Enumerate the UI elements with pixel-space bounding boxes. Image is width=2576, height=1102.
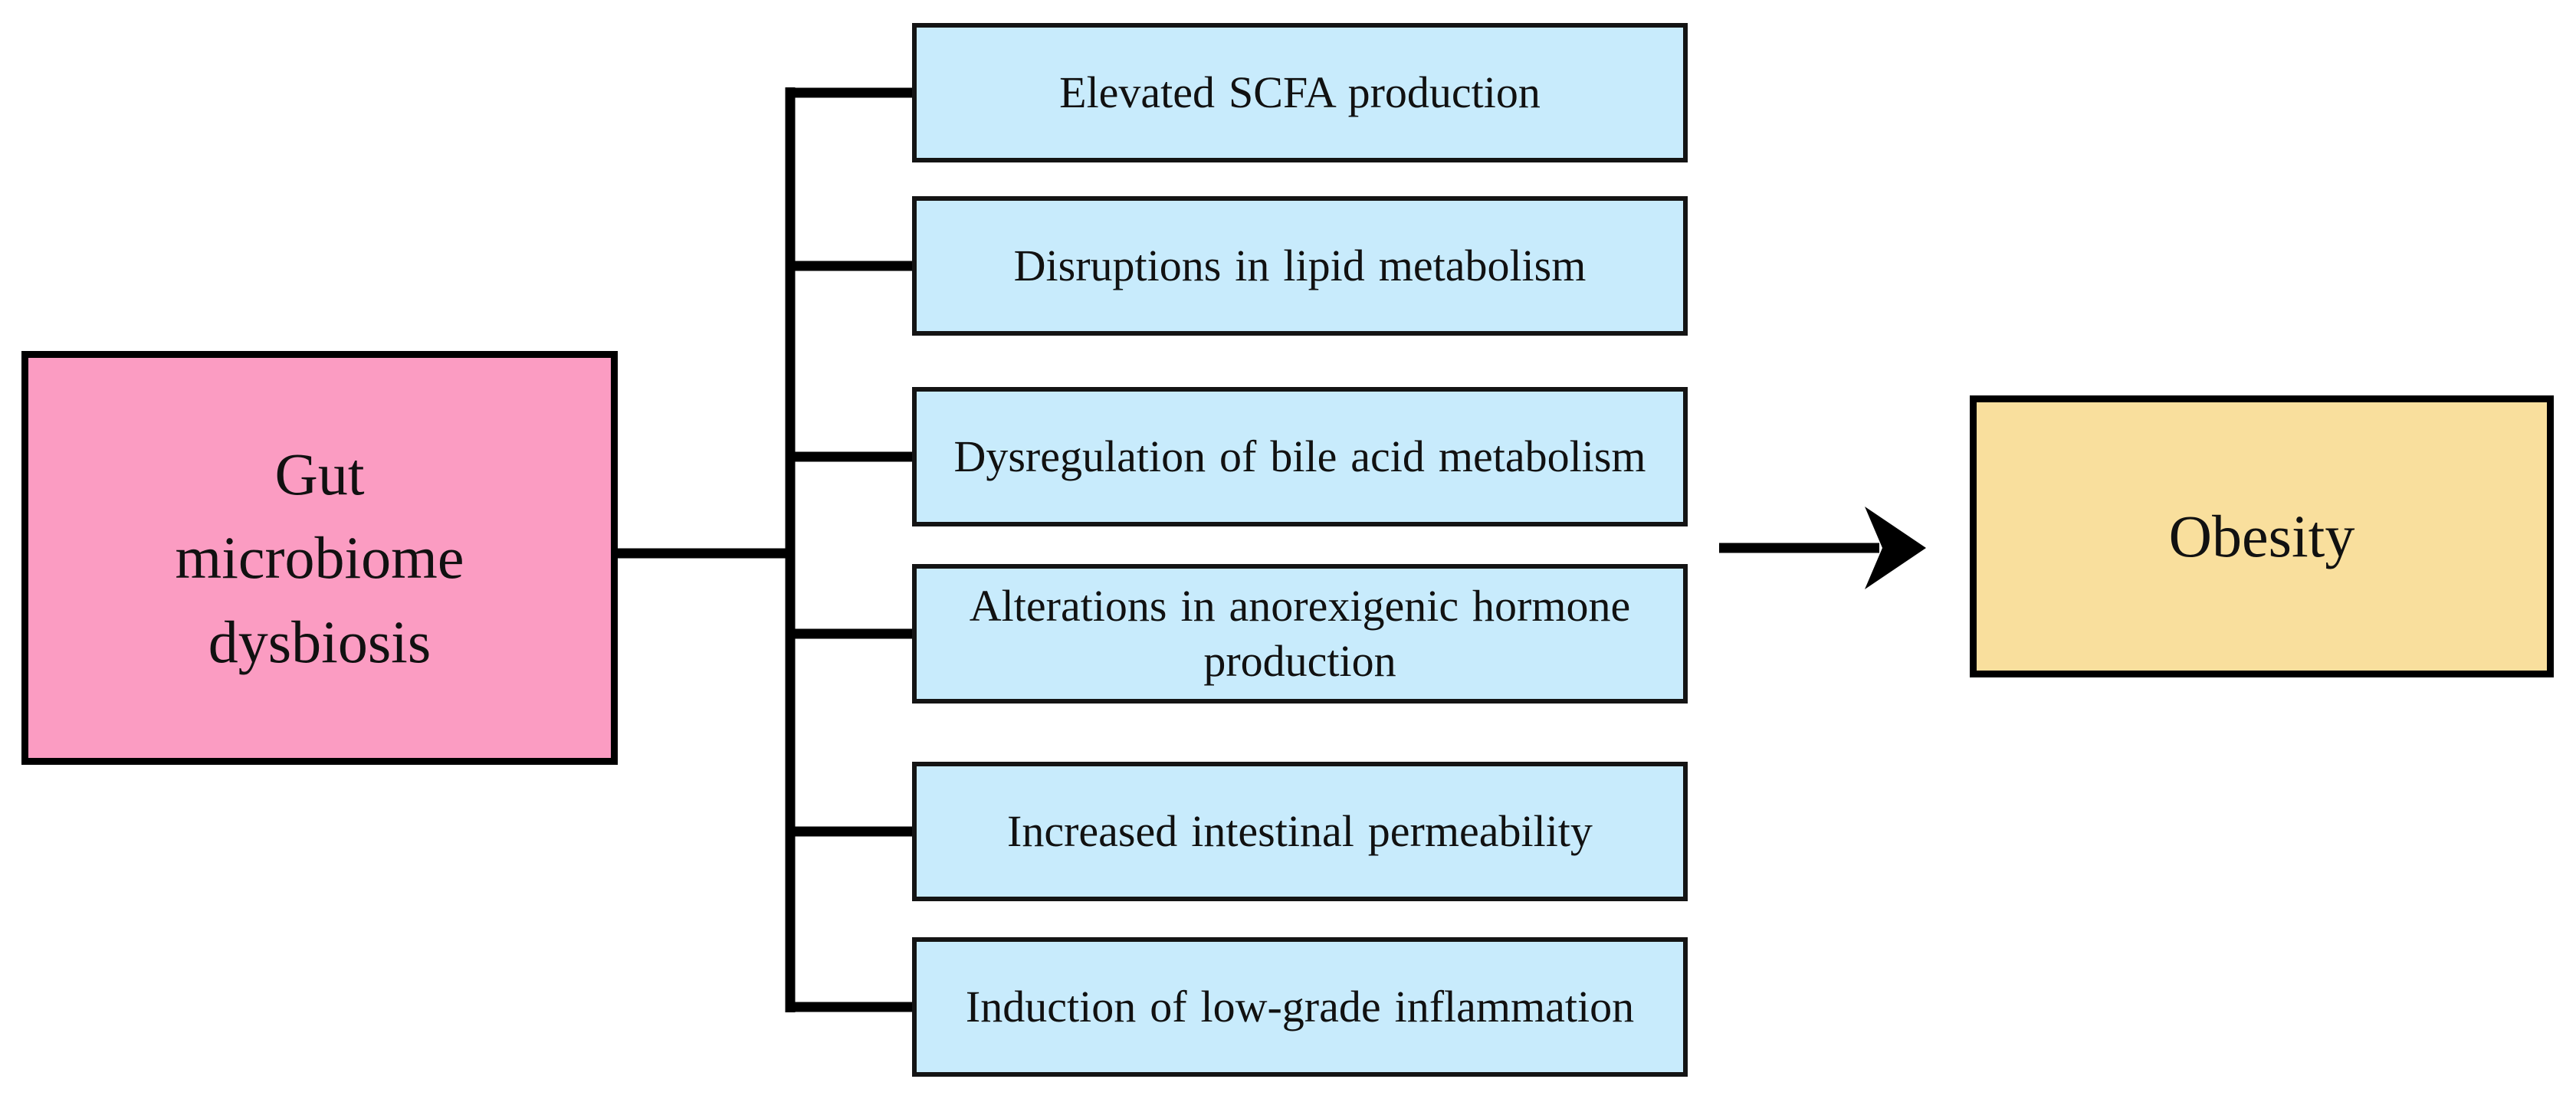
node-gut-microbiome-dysbiosis: Gut microbiome dysbiosis (21, 351, 618, 765)
mediator-node-label: Elevated SCFA production (1059, 67, 1541, 117)
arrow-head-icon (1865, 507, 1926, 589)
node-elevated-scfa-production: Elevated SCFA production (912, 23, 1688, 162)
node-obesity: Obesity (1970, 395, 2554, 677)
mediator-node-label: Induction of low-grade inflammation (965, 981, 1635, 1031)
mediator-node-label: Alterations in anorexigenic hormone prod… (969, 580, 1631, 687)
node-disruptions-lipid-metabolism: Disruptions in lipid metabolism (912, 196, 1688, 336)
node-dysregulation-bile-acid: Dysregulation of bile acid metabolism (912, 387, 1688, 526)
node-increased-intestinal-permeability: Increased intestinal permeability (912, 762, 1688, 901)
mediator-node-label: Increased intestinal permeability (1007, 805, 1593, 856)
node-alterations-anorexigenic-hormone: Alterations in anorexigenic hormone prod… (912, 564, 1688, 704)
outcome-node-label: Obesity (2168, 503, 2355, 569)
mediator-node-label: Dysregulation of bile acid metabolism (953, 431, 1646, 481)
mediator-node-label: Disruptions in lipid metabolism (1013, 240, 1587, 290)
node-induction-low-grade-inflammation: Induction of low-grade inflammation (912, 937, 1688, 1077)
source-node-label: Gut microbiome dysbiosis (175, 441, 464, 675)
